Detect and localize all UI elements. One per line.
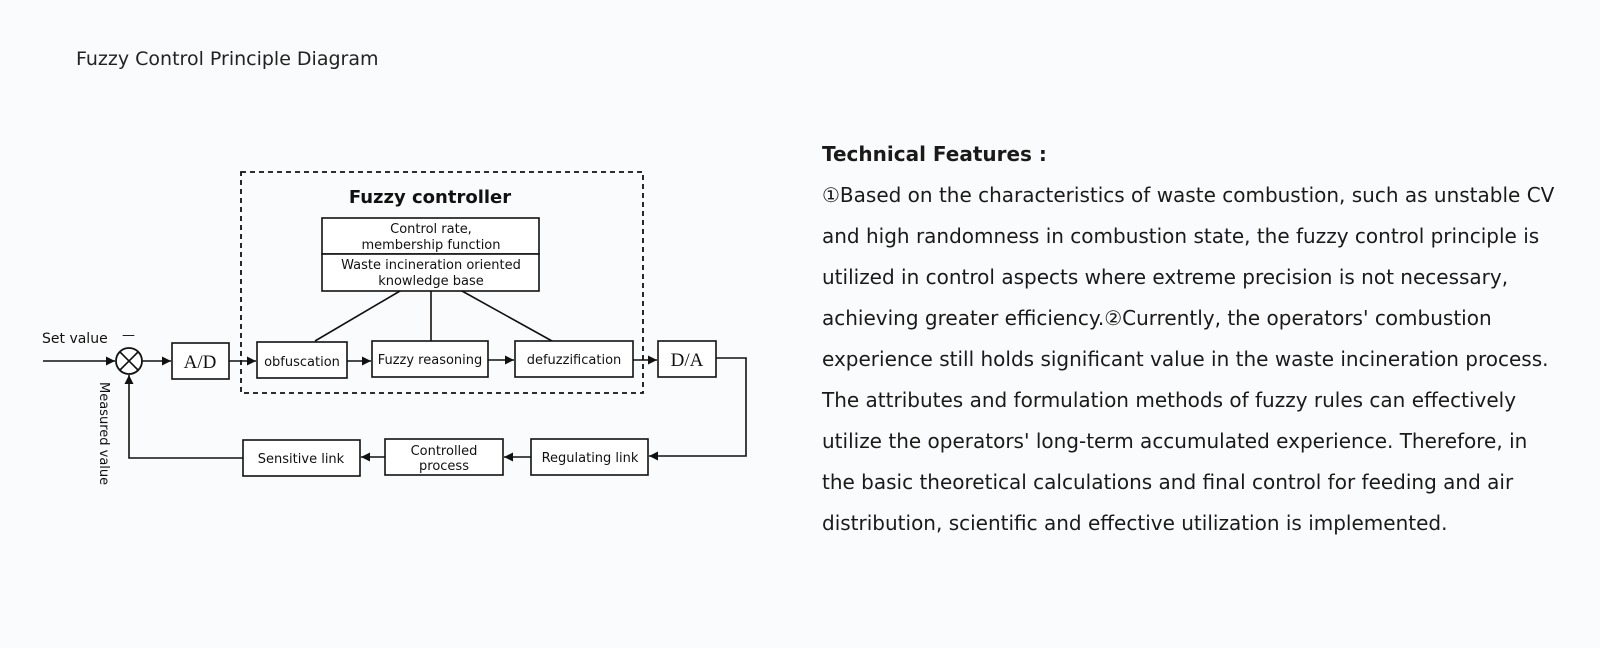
knowledge-base-box: Waste incineration oriented knowledge ba… — [321, 253, 540, 292]
sensitive-link-box — [242, 439, 361, 477]
technical-features: Technical Features : ①Based on the chara… — [822, 134, 1562, 544]
rule-box: Control rate, membership function — [321, 217, 540, 255]
rule-box-line1: Control rate, — [390, 222, 472, 237]
measured-feedback-line — [124, 375, 243, 459]
da-feedback-line — [649, 357, 747, 461]
obfuscation-box — [256, 341, 348, 379]
regulating-link-label: Regulating link — [542, 451, 639, 466]
connector-left — [314, 290, 401, 342]
features-body: ①Based on the characteristics of waste c… — [822, 183, 1555, 535]
knowledge-box-line2: knowledge base — [378, 274, 484, 289]
set-value-label: Set value — [42, 331, 108, 347]
controlled-process-box — [384, 438, 504, 476]
controlled-process-line2: process — [419, 459, 469, 474]
measured-value-label: Measured value — [96, 382, 111, 485]
controlled-process-line1: Controlled — [411, 444, 478, 459]
da-label: D/A — [671, 350, 704, 371]
defuzzification-label: defuzzification — [527, 353, 622, 368]
obfuscation-label: obfuscation — [264, 355, 340, 370]
defuzzification-box — [514, 340, 634, 378]
fuzzy-reasoning-box — [371, 340, 489, 378]
fuzzy-controller-label: Fuzzy controller — [349, 187, 511, 208]
minus-sign: — — [122, 328, 135, 343]
summing-junction — [115, 347, 143, 375]
ad-label: A/D — [184, 352, 217, 373]
page-title: Fuzzy Control Principle Diagram — [76, 48, 379, 70]
regulating-link-box — [530, 438, 649, 476]
rule-box-line2: membership function — [361, 238, 500, 253]
knowledge-box-line1: Waste incineration oriented — [341, 258, 521, 273]
connector-right — [461, 290, 553, 342]
features-heading: Technical Features : — [822, 142, 1047, 166]
da-box — [657, 340, 717, 378]
fuzzy-reasoning-label: Fuzzy reasoning — [378, 353, 483, 368]
fuzzy-control-diagram: Fuzzy controller Control rate, membershi… — [42, 171, 747, 485]
fuzzy-controller-frame — [240, 171, 644, 394]
sensitive-link-label: Sensitive link — [258, 452, 345, 467]
